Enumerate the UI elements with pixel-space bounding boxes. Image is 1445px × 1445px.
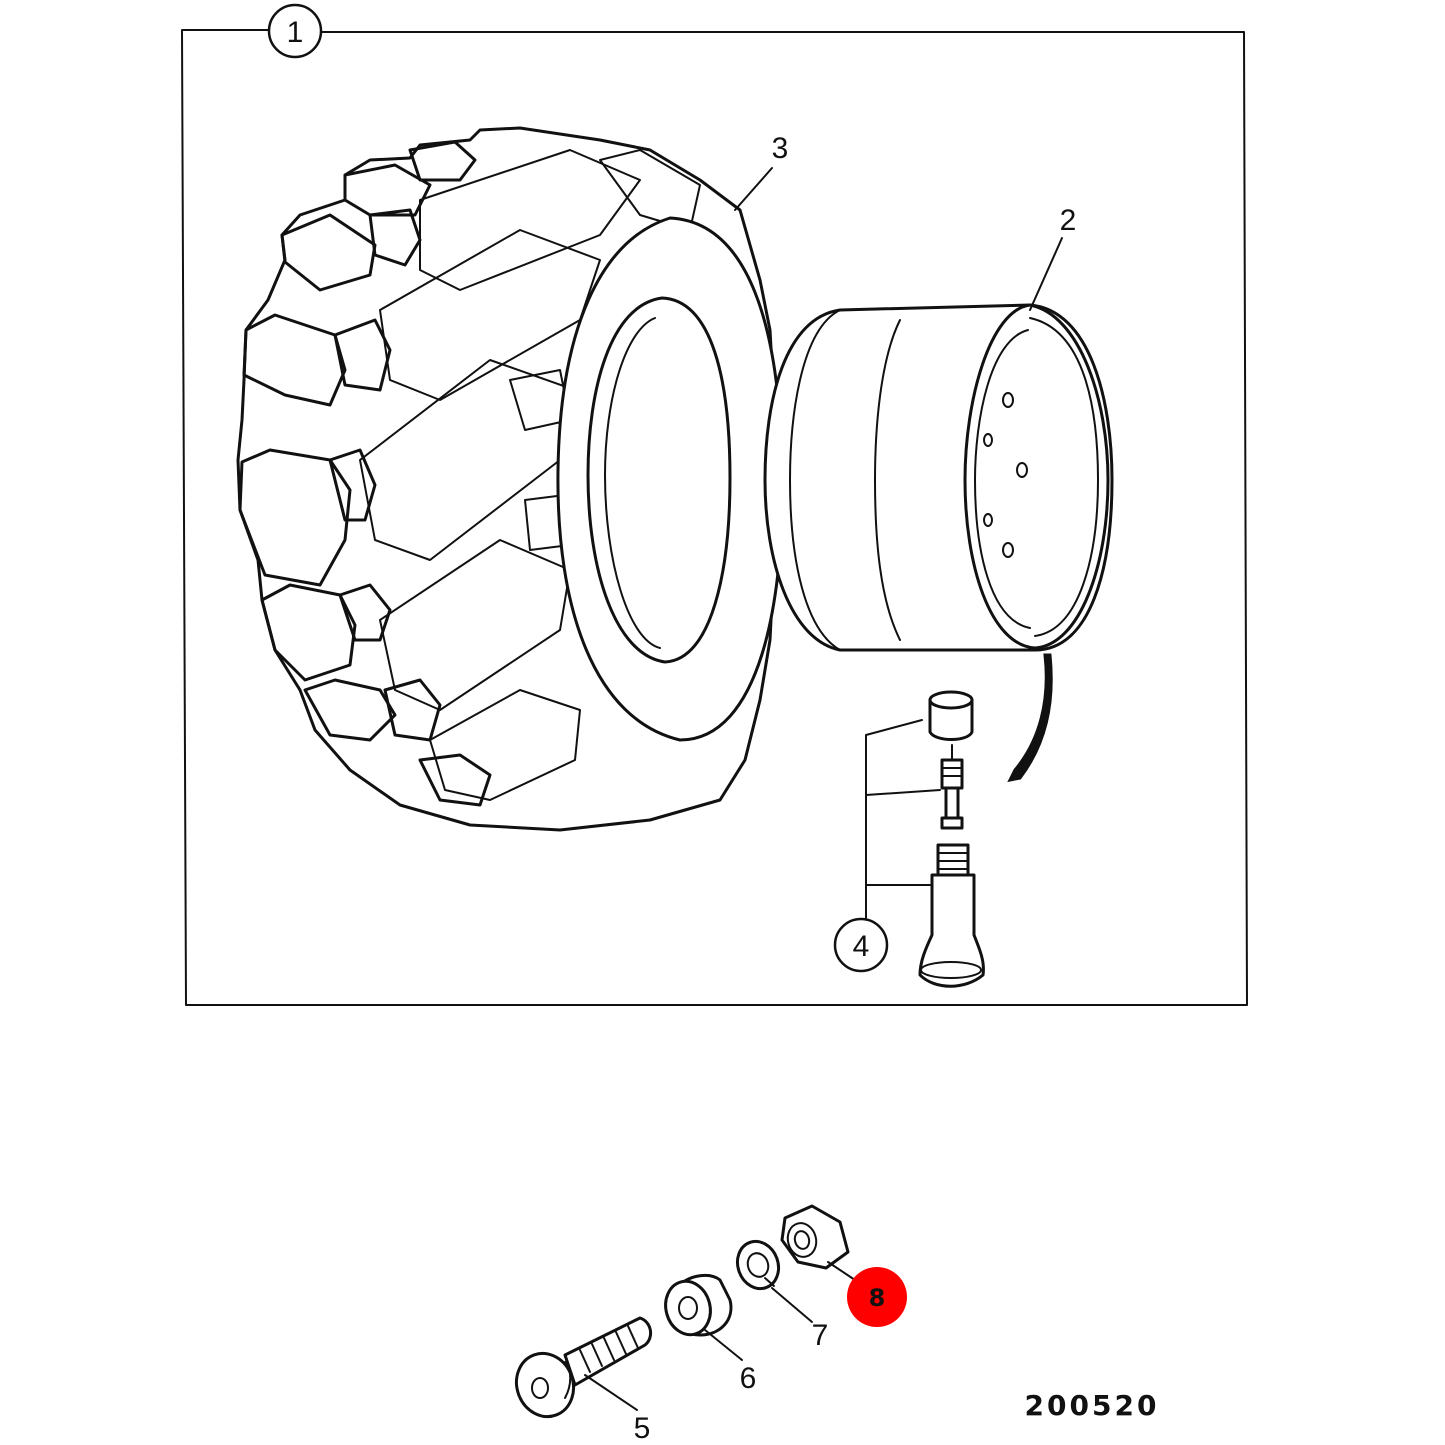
spring-washer[interactable] [731,1236,785,1295]
svg-text:2: 2 [1060,204,1077,237]
callout-7[interactable]: 7 [771,1287,829,1352]
svg-text:6: 6 [740,1362,757,1395]
callout-8[interactable]: 8 [827,1261,907,1327]
valve-stem [918,843,985,988]
stud-threads [579,1325,639,1373]
svg-text:5: 5 [634,1412,651,1445]
svg-text:7: 7 [812,1319,829,1352]
assembly-arrow [1007,653,1053,783]
svg-text:4: 4 [853,930,870,963]
wheel-nut[interactable] [780,1204,850,1270]
svg-text:1: 1 [287,16,304,49]
rim-bolt-holes [983,392,1028,558]
svg-text:8: 8 [869,1284,886,1312]
callout-4[interactable]: 4 [833,917,889,973]
tread-lugs [238,140,492,807]
callout-1[interactable]: 1 [267,3,323,59]
wheel-stud[interactable] [508,1316,653,1425]
tyre[interactable] [236,126,784,832]
callout-6[interactable]: 6 [704,1329,757,1395]
svg-text:3: 3 [772,132,789,165]
valve-core [940,744,964,830]
callout-2[interactable]: 2 [1029,204,1077,311]
wheel-rim[interactable] [763,303,1114,652]
callout-5[interactable]: 5 [584,1374,651,1445]
valve-cap [928,690,974,741]
callout-8-highlight [847,1267,907,1327]
valve-assembly[interactable] [865,690,985,988]
callout-3[interactable]: 3 [734,132,789,211]
tyre-bead-opening [586,296,732,664]
figure-reference-code: 200520 [1025,1389,1160,1422]
assembly-frame [181,29,1248,1006]
cone-washer[interactable] [660,1273,733,1339]
